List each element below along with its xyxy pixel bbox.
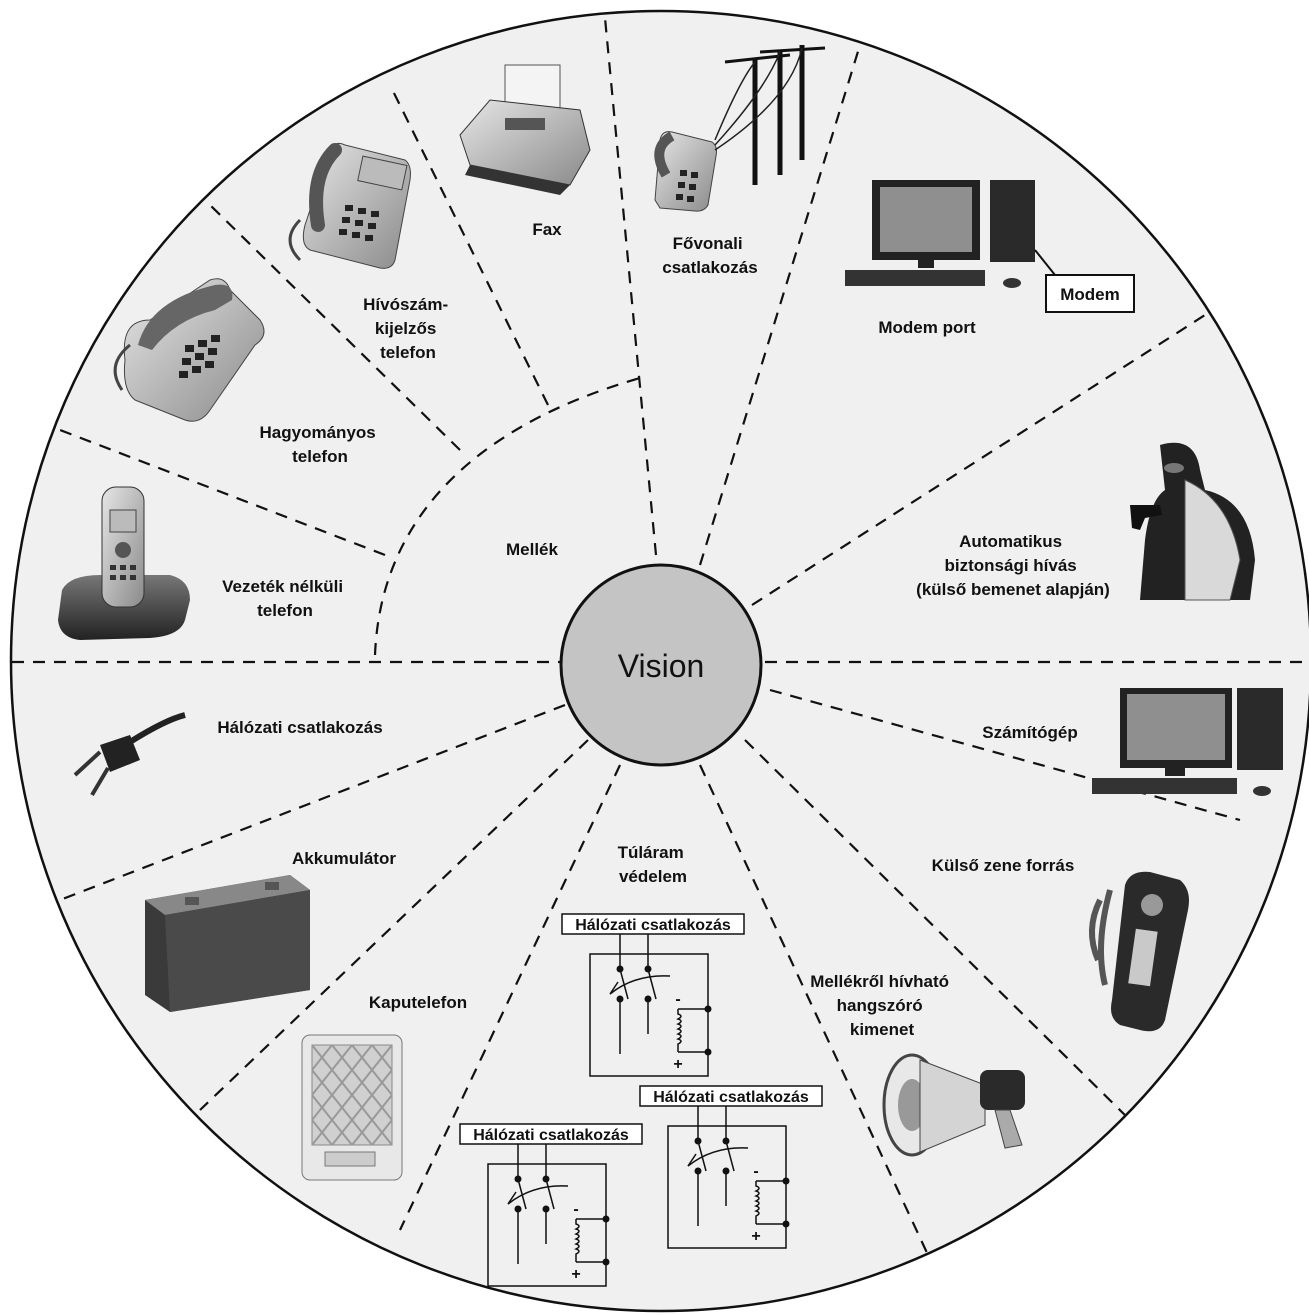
segment-dividers [12, 17, 1309, 1271]
fax-label: Fax [532, 220, 562, 239]
phone-pole-icon [654, 45, 826, 212]
megaphone-icon [882, 1053, 1025, 1157]
intercom-label: Kaputelefon [369, 993, 467, 1012]
svg-text:Modem: Modem [1060, 285, 1120, 304]
svg-text:+: + [673, 1056, 682, 1073]
svg-text:Hálózati csatlakozás: Hálózati csatlakozás [653, 1089, 809, 1106]
svg-text:Hálózati csatlakozás: Hálózati csatlakozás [473, 1127, 629, 1144]
center-label: Vision [618, 648, 705, 684]
computer-icon [1092, 688, 1283, 796]
relay-circuit-3: Hálózati csatlakozás - + [459, 1123, 643, 1287]
svg-text:-: - [573, 1201, 578, 1218]
cordless-phone-icon [58, 486, 190, 640]
svg-text:+: + [751, 1228, 760, 1245]
relay-circuit-2: Hálózati csatlakozás - + [639, 1085, 823, 1249]
svg-text:Hálózati csatlakozás: Hálózati csatlakozás [575, 917, 731, 934]
svg-text:-: - [675, 991, 680, 1008]
fax-machine-icon [459, 64, 591, 195]
modem-port-label: Modem port [878, 318, 976, 337]
door-intercom-icon [301, 1034, 403, 1181]
desk-phone-icon [113, 278, 265, 422]
external-music-label: Külső zene forrás [932, 856, 1075, 875]
extension-group-label: Mellék [506, 540, 559, 559]
svg-text:+: + [571, 1266, 580, 1283]
caller-id-phone-icon [288, 142, 411, 269]
mp3-player-icon [1088, 871, 1189, 1032]
battery-icon [145, 875, 310, 1012]
burglar-icon [1130, 442, 1255, 601]
security-call-label: Automatikus biztonsági hívás (külső beme… [916, 532, 1110, 599]
speaker-output-label: Mellékről hívható hangszóró kimenet [810, 972, 954, 1039]
cordless-phone-label: Vezeték nélküli telefon [222, 577, 348, 620]
battery-label: Akkumulátor [292, 849, 396, 868]
relay-circuit-1: Hálózati csatlakozás - + [561, 913, 745, 1077]
computer-label: Számítógép [982, 723, 1077, 742]
main-line-label: Fővonali csatlakozás [662, 234, 757, 277]
desktop-computer-icon [845, 180, 1056, 288]
mains-label: Hálózati csatlakozás [217, 718, 382, 737]
modem-box: Modem [1045, 274, 1135, 313]
traditional-phone-label: Hagyományos telefon [260, 423, 381, 466]
mains-plug-icon [73, 712, 186, 797]
caller-id-phone-label: Hívószám- kijelzős telefon [363, 295, 453, 362]
vision-center: Vision [559, 563, 763, 767]
svg-text:-: - [753, 1163, 758, 1180]
surge-protection-label: Túláram védelem [618, 843, 689, 886]
